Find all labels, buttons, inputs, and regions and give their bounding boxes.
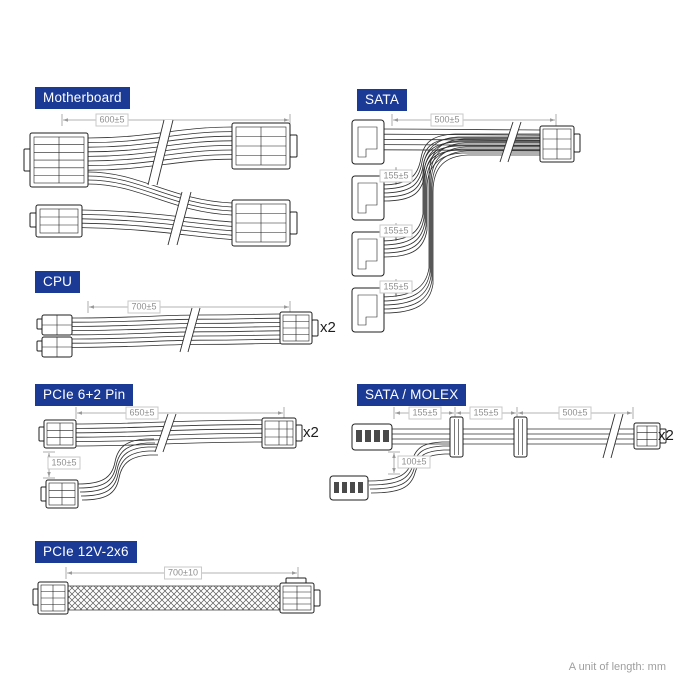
connector-mb-psu-bottom (231, 199, 298, 247)
section-label-sata-molex: SATA / MOLEX (357, 384, 467, 406)
connector-sata-4 (351, 287, 385, 333)
pcie12v-cable-art (32, 567, 321, 615)
pcie62-wires-main (75, 419, 263, 447)
dim-pcie62-length: 650±5 (125, 406, 159, 420)
dim-sata-molex-seg1: 155±5 (408, 406, 442, 420)
connector-24pin-atx (23, 132, 89, 188)
sata-wires-4 (379, 138, 545, 314)
sata-wires-3 (379, 136, 545, 258)
connector-sata-3 (351, 231, 385, 277)
sata-wires-2 (379, 133, 545, 202)
connector-12v2x6-left (32, 581, 69, 615)
connector-pcie-bottom (40, 479, 79, 509)
dim-motherboard-length: 600±5 (95, 113, 129, 127)
connector-cpu-psu-side (279, 311, 319, 345)
connector-cpu-4plus4 (36, 314, 73, 358)
connector-mb-psu-top (231, 122, 298, 170)
sata-molex-cable-art (329, 407, 667, 501)
dim-sata-molex-branch: 100±5 (397, 455, 431, 469)
sata-molex-quantity: x2 (658, 427, 674, 444)
dim-sata-gap3: 155±5 (379, 280, 413, 294)
connector-sata-molex-psu-side (633, 422, 667, 450)
section-label-pcie-12v-2x6: PCIe 12V-2x6 (35, 541, 137, 563)
cpu-cable-art (36, 301, 319, 358)
sata-dimension-lines (391, 114, 557, 297)
dim-pcie62-branch: 150±5 (47, 456, 81, 470)
pcie62-wires-branch (77, 438, 159, 501)
section-label-cpu: CPU (35, 271, 81, 293)
connector-sata-1 (351, 119, 385, 165)
connector-pcie-psu-side (261, 417, 303, 449)
dim-sata-gap1: 155±5 (379, 169, 413, 183)
motherboard-cable-art (23, 114, 298, 247)
dim-sata-molex-seg3: 500±5 (558, 406, 592, 420)
connector-molex-1 (351, 423, 393, 451)
dim-pcie12v-length: 700±10 (164, 566, 202, 580)
sata-cable-art (351, 114, 581, 333)
connector-sata-psu-side (539, 125, 581, 163)
pcie62-quantity: x2 (303, 424, 319, 441)
sleeved-cable (67, 585, 281, 611)
unit-of-length-note: A unit of length: mm (568, 661, 666, 673)
motherboard-wires-mid (87, 171, 233, 216)
connector-sata-inline-1 (449, 416, 464, 458)
dim-sata-molex-seg2: 155±5 (469, 406, 503, 420)
connector-pcie-top (38, 419, 77, 449)
section-label-sata: SATA (357, 89, 408, 111)
connector-12v2x6-right (279, 577, 321, 614)
sata-molex-wires-main (391, 428, 635, 445)
dim-sata-length: 500±5 (430, 113, 464, 127)
connector-molex-2 (329, 475, 369, 501)
connector-mb-small (29, 204, 83, 238)
motherboard-wires-lower (81, 209, 233, 241)
cpu-wires (71, 313, 281, 348)
cpu-dimension-line (87, 301, 291, 313)
pcie62-cable-art (38, 407, 303, 509)
section-label-motherboard: Motherboard (35, 87, 130, 109)
connector-sata-inline-2 (513, 416, 528, 458)
dim-sata-gap2: 155±5 (379, 224, 413, 238)
section-label-pcie-6-2: PCIe 6+2 Pin (35, 384, 134, 406)
dim-cpu-length: 700±5 (127, 300, 161, 314)
connector-sata-2 (351, 175, 385, 221)
cpu-quantity: x2 (320, 319, 336, 336)
